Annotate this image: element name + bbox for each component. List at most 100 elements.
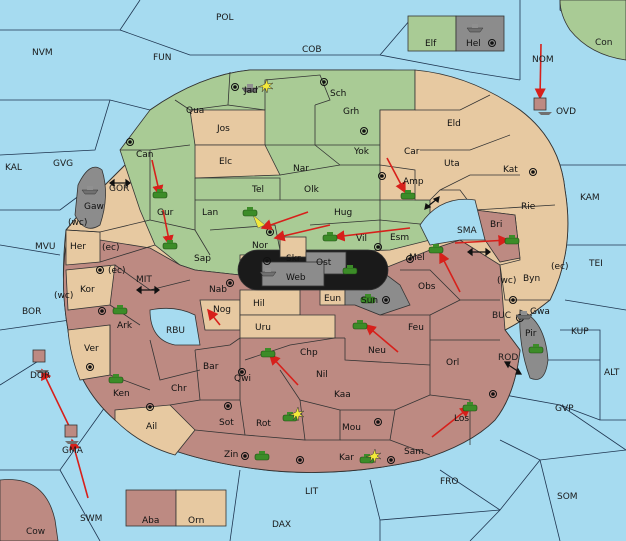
starburst-icon [365, 448, 382, 464]
province-aba-region [125, 489, 177, 527]
province-ail-region [114, 404, 196, 456]
sea-label-dor: DOR [30, 371, 50, 381]
support-arrows [109, 178, 523, 375]
coast-label-byn-ec: (ec) [551, 262, 569, 272]
fleet-box-gma [64, 424, 78, 438]
province-label-ken: Ken [113, 389, 130, 399]
ship-icon [515, 311, 533, 320]
tank-icon [462, 402, 478, 412]
province-label-sot: Sot [219, 418, 234, 428]
province-hel-region [455, 15, 505, 52]
province-label-gur: Gur [157, 208, 174, 218]
sea-sma-inlet [419, 198, 486, 246]
province-label-hel: Hel [466, 39, 481, 49]
supply-center-marker [224, 402, 232, 410]
province-label-sch: Sch [330, 89, 346, 99]
province-label-olk: Olk [304, 185, 320, 195]
province-label-gwa: Gwa [530, 307, 550, 317]
tank-icon [108, 374, 124, 384]
province-skr-region [279, 236, 307, 258]
fleet-box-dor [32, 349, 46, 363]
province-label-kaa: Kaa [334, 390, 351, 400]
province-orn-region [175, 489, 227, 527]
supply-center-marker [238, 368, 246, 376]
province-label-zin: Zin [224, 450, 238, 460]
sea-label-nom: NOM [532, 55, 554, 65]
supply-center-marker [387, 456, 395, 464]
province-label-lan: Lan [202, 208, 218, 218]
province-label-kar: Kar [339, 453, 354, 463]
tank-icon [528, 344, 544, 354]
supply-center-marker [241, 452, 249, 460]
province-label-obs: Obs [418, 282, 436, 292]
sea-label-gma: GMA [62, 446, 84, 456]
province-label-chr: Chr [171, 384, 187, 394]
sea-label-kup: KUP [571, 327, 589, 337]
ship-icon [241, 84, 259, 93]
double-arrow-icon [467, 247, 491, 257]
tank-icon [112, 305, 128, 315]
province-cow-region [0, 479, 59, 541]
sea-label-cow: Cow [26, 527, 45, 537]
province-label-mel: Mel [409, 253, 425, 263]
province-label-neu: Neu [368, 346, 386, 356]
starburst-icon [257, 78, 274, 94]
province-label-kat: Kat [503, 165, 518, 175]
tank-icon [254, 451, 270, 461]
ship-icon [466, 24, 484, 33]
sea-label-dax: DAX [272, 520, 291, 530]
double-arrow-icon [424, 196, 440, 210]
supply-center-marker [320, 78, 328, 86]
province-label-qwi: Qwi [234, 374, 251, 384]
coast-label-her-ec: (ec) [102, 243, 120, 253]
tank-icon [428, 244, 444, 254]
sea-label-som: SOM [557, 492, 578, 502]
province-label-bri: Bri [490, 220, 502, 230]
province-label-qua: Qua [186, 106, 204, 116]
sea-label-kam: KAM [580, 193, 600, 203]
supply-center-marker [263, 257, 271, 265]
province-label-feu: Feu [408, 323, 424, 333]
supply-center-marker [126, 138, 134, 146]
province-label-mou: Mou [342, 423, 361, 433]
province-label-web: Web [286, 273, 306, 283]
province-elf-region [407, 15, 457, 52]
tank-icon [260, 348, 276, 358]
sea-label-gvp: GVP [555, 404, 574, 414]
province-label-sun: Sun [361, 296, 378, 306]
sea-label-cob: COB [302, 45, 322, 55]
supply-center-marker [360, 127, 368, 135]
sea-label-fun: FUN [153, 53, 172, 63]
tank-icon [504, 235, 520, 245]
province-label-aba: Aba [142, 516, 159, 526]
province-label-rie: Rie [521, 202, 536, 212]
province-gaw-region [74, 166, 106, 229]
double-arrow-icon [503, 361, 523, 375]
sea-label-nvm: NVM [32, 48, 53, 58]
province-label-uta: Uta [444, 159, 460, 169]
province-label-pir: Pir [525, 329, 537, 339]
sea-label-sma: SMA [457, 226, 477, 236]
sea-rbu-inlet [149, 307, 201, 346]
coast-label-gwa-wc: (wc) [497, 276, 516, 286]
province-label-her: Her [70, 242, 86, 252]
province-label-elc: Elc [219, 157, 232, 167]
province-label-nab: Nab [209, 285, 227, 295]
province-label-jad: Jad [243, 86, 258, 96]
tank-icon [352, 320, 368, 330]
sea-label-bor: BOR [22, 307, 41, 317]
province-label-ost: Ost [316, 258, 332, 268]
ship-icon [259, 268, 277, 277]
sea-label-mvu: MVU [35, 242, 56, 252]
province-label-nor: Nor [252, 241, 268, 251]
sea-label-gor: GOR [109, 184, 129, 194]
tank-icon [152, 189, 168, 199]
province-label-byn: Byn [523, 274, 540, 284]
sea-label-lit: LIT [305, 487, 319, 497]
province-elc-region [194, 144, 281, 179]
supply-center-marker [529, 168, 537, 176]
province-label-kor: Kor [80, 285, 95, 295]
province-con-region [559, 0, 626, 61]
province-label-can: Can [136, 150, 154, 160]
ship-icon [81, 186, 99, 195]
